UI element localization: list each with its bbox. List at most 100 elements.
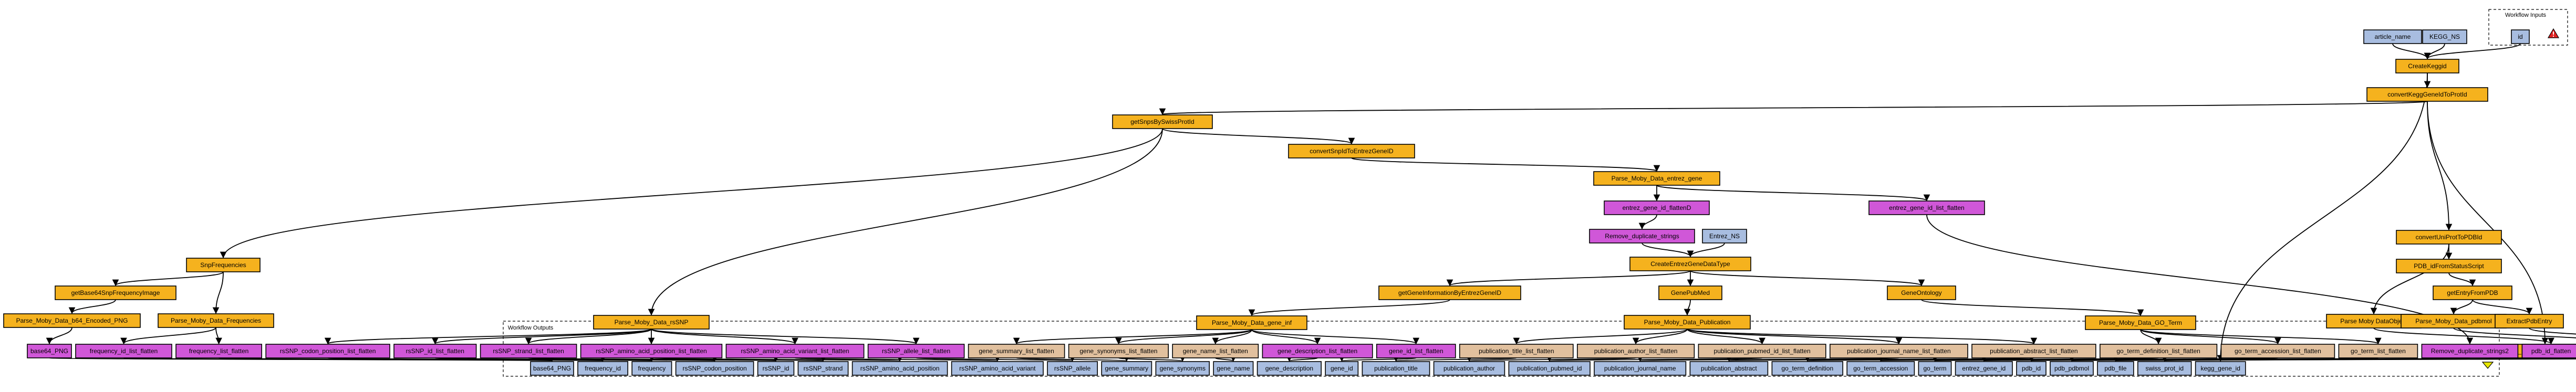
node-box[interactable]	[2511, 29, 2530, 44]
node-box[interactable]	[1629, 257, 1751, 271]
node-frequency-list-flatten[interactable]: frequency_list_flatten	[175, 344, 262, 358]
node-box[interactable]	[2097, 361, 2134, 376]
node-o-base64-png[interactable]: base64_PNG	[530, 361, 574, 376]
node-box[interactable]	[1288, 144, 1415, 158]
node-createkeggid[interactable]: CreateKeggid	[2395, 59, 2459, 73]
node-box[interactable]	[1213, 361, 1254, 376]
node-o-frequency[interactable]: frequency	[631, 361, 672, 376]
node-box[interactable]	[75, 344, 172, 358]
node-box[interactable]	[2495, 314, 2564, 329]
node-box[interactable]	[2100, 344, 2218, 358]
node-box[interactable]	[27, 344, 72, 358]
node-box[interactable]	[2421, 344, 2519, 358]
node-box[interactable]	[968, 344, 1065, 358]
node-gene-description-list-flatten[interactable]: gene_description_list_flatten	[1262, 344, 1373, 358]
node-box[interactable]	[530, 361, 574, 376]
node-box[interactable]	[1196, 315, 1307, 330]
node-o-swiss-prot-id[interactable]: swiss_prot_id	[2137, 361, 2192, 376]
node-convertsnpidtoentrezgeneid[interactable]: convertSnpIdToEntrezGeneID	[1288, 144, 1415, 158]
node-box[interactable]	[593, 315, 710, 330]
node-box[interactable]	[175, 344, 262, 358]
node-o-gene-description[interactable]: gene_description	[1256, 361, 1322, 376]
node-box[interactable]	[1830, 344, 1968, 358]
node-box[interactable]	[577, 361, 628, 376]
node-box[interactable]	[2433, 285, 2512, 300]
node-o-gene-id[interactable]: gene_id	[1325, 361, 1359, 376]
node-getgeneinformationbyentrezgeneid[interactable]: getGeneInformationByEntrezGeneID	[1378, 285, 1521, 300]
node-box[interactable]	[1047, 361, 1098, 376]
node-box[interactable]	[1689, 361, 1769, 376]
node-box[interactable]	[675, 361, 754, 376]
node-remove-duplicate-strings2[interactable]: Remove_duplicate_strings2	[2421, 344, 2519, 358]
node-box[interactable]	[1846, 361, 1915, 376]
node-box[interactable]	[480, 344, 577, 358]
node-box[interactable]	[1577, 344, 1695, 358]
node-box[interactable]	[2395, 59, 2459, 73]
node-box[interactable]	[2050, 361, 2094, 376]
node-article-name[interactable]: article_name	[2363, 29, 2422, 44]
node-box[interactable]	[1325, 361, 1359, 376]
node-box[interactable]	[1887, 285, 1956, 300]
node-parse-frequencies[interactable]: Parse_Moby_Data_Frequencies	[158, 313, 274, 328]
node-box[interactable]	[2521, 344, 2576, 358]
node-box[interactable]	[797, 361, 849, 376]
node-o-publication-title[interactable]: publication_title	[1362, 361, 1430, 376]
node-pdb-idfromstatusscript[interactable]: PDB_idFromStatusScript	[2396, 259, 2502, 273]
node-box[interactable]	[2085, 315, 2196, 330]
node-o-publication-author[interactable]: publication_author	[1433, 361, 1505, 376]
node-box[interactable]	[725, 344, 865, 358]
node-gene-name-list-flatten[interactable]: gene_name_list_flatten	[1172, 344, 1259, 358]
node-box[interactable]	[1702, 229, 1747, 243]
node-go-term-accession-list-flatten[interactable]: go_term_accession_list_flatten	[2220, 344, 2335, 358]
node-o-go-term[interactable]: go_term	[1918, 361, 1952, 376]
node-rssnp-codon-position-list-flatten[interactable]: rsSNP_codon_position_list_flatten	[265, 344, 390, 358]
node-box[interactable]	[2195, 361, 2246, 376]
node-o-kegg-gene-id[interactable]: kegg_gene_id	[2195, 361, 2246, 376]
node-frequency-id-list-flatten[interactable]: frequency_id_list_flatten	[75, 344, 172, 358]
node-box[interactable]	[1155, 361, 1210, 376]
node-box[interactable]	[1698, 344, 1826, 358]
node-box[interactable]	[2396, 230, 2502, 245]
node-getentryfrompdb[interactable]: getEntryFromPDB	[2433, 285, 2512, 300]
node-entrez-gene-id-flattened[interactable]: entrez_gene_id_flattenD	[1604, 200, 1710, 215]
node-kegg-ns[interactable]: KEGG_NS	[2422, 29, 2467, 44]
node-o-gene-summary[interactable]: gene_summary	[1101, 361, 1152, 376]
node-rssnp-allele-list-flatten[interactable]: rsSNP_allele_list_flatten	[867, 344, 965, 358]
node-box[interactable]	[1918, 361, 1952, 376]
node-go-term-list-flatten[interactable]: go_term_list_flatten	[2338, 344, 2418, 358]
node-publication-title-list-flatten[interactable]: publication_title_list_flatten	[1459, 344, 1574, 358]
node-entrez-ns[interactable]: Entrez_NS	[1702, 229, 1747, 243]
node-box[interactable]	[55, 285, 176, 300]
node-box[interactable]	[1589, 229, 1695, 243]
node-rssnp-id-list-flatten[interactable]: rsSNP_id_list_flatten	[393, 344, 477, 358]
node-box[interactable]	[1256, 361, 1322, 376]
node-box[interactable]	[580, 344, 723, 358]
node-box[interactable]	[1101, 361, 1152, 376]
node-box[interactable]	[1771, 361, 1843, 376]
node-box[interactable]	[851, 361, 948, 376]
node-o-publication-pubmed-id[interactable]: publication_pubmed_id	[1508, 361, 1591, 376]
node-go-term-definition-list-flatten[interactable]: go_term_definition_list_flatten	[2100, 344, 2218, 358]
node-convertuniprottopdbid[interactable]: convertUniProtToPDBId	[2396, 230, 2502, 245]
node-box[interactable]	[2422, 29, 2467, 44]
node-rssnp-strand-list-flatten[interactable]: rsSNP_strand_list_flatten	[480, 344, 577, 358]
node-gene-synonyms-list-flatten[interactable]: gene_synonyms_list_flatten	[1068, 344, 1169, 358]
node-geneontology[interactable]: GeneOntology	[1887, 285, 1956, 300]
node-gene-summary-list-flatten[interactable]: gene_summary_list_flatten	[968, 344, 1065, 358]
node-box[interactable]	[1594, 361, 1687, 376]
node-convertkeggsgeneidtoprotid[interactable]: convertKeggGeneIdToProtId	[2366, 87, 2488, 102]
node-rssnp-amino-acid-variant-list-flatten[interactable]: rsSNP_amino_acid_variant_list_flatten	[725, 344, 865, 358]
node-id[interactable]: id	[2511, 29, 2530, 44]
node-box[interactable]	[2220, 344, 2335, 358]
node-box[interactable]	[158, 313, 274, 328]
node-parse-go-term[interactable]: Parse_Moby_Data_GO_Term	[2085, 315, 2196, 330]
node-box[interactable]	[186, 258, 261, 272]
node-box[interactable]	[2338, 344, 2418, 358]
node-box[interactable]	[1955, 361, 2013, 376]
node-snpfrequencies[interactable]: SnpFrequencies	[186, 258, 261, 272]
node-entrez-gene-id-list-flatten[interactable]: entrez_gene_id_list_flatten	[1868, 200, 1985, 215]
node-o-rssnp-amino-acid-position[interactable]: rsSNP_amino_acid_position	[851, 361, 948, 376]
node-o-rssnp-allele[interactable]: rsSNP_allele	[1047, 361, 1098, 376]
node-o-go-term-accession[interactable]: go_term_accession	[1846, 361, 1915, 376]
node-box[interactable]	[1868, 200, 1985, 215]
